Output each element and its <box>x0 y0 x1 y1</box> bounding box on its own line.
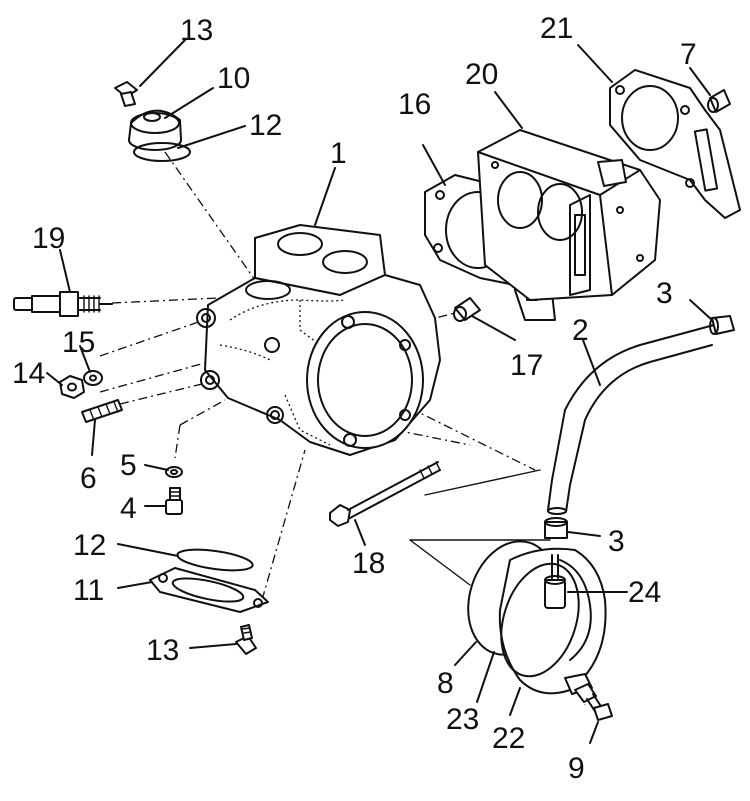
callout-18: 18 <box>352 547 385 580</box>
leader-lines <box>46 39 713 744</box>
spark-plug-part <box>13 291 113 317</box>
callout-10: 10 <box>217 62 250 95</box>
callout-labels: 13 10 12 1 16 20 21 7 19 15 14 6 17 2 3 … <box>12 12 697 785</box>
callout-13-bottom: 13 <box>146 634 179 667</box>
callout-21: 21 <box>540 12 573 45</box>
pipe-part <box>547 321 726 515</box>
callout-16: 16 <box>398 88 431 121</box>
top-gasket-part <box>609 69 741 219</box>
cylinder-block-part <box>477 129 661 301</box>
callout-9: 9 <box>568 752 585 785</box>
bottom-bolt-part <box>574 683 613 721</box>
callout-4: 4 <box>120 492 137 525</box>
callout-7: 7 <box>680 38 697 71</box>
dowel-pin-parts <box>453 89 731 322</box>
bottom-cover-assembly <box>149 548 269 655</box>
callout-12-top: 12 <box>249 109 282 142</box>
nut-washer-stud-parts <box>59 370 123 423</box>
callout-24: 24 <box>628 576 661 609</box>
bolt-washer-parts <box>165 466 183 515</box>
callout-12-bottom: 12 <box>73 529 106 562</box>
callout-17: 17 <box>510 349 543 382</box>
callout-1: 1 <box>330 137 347 170</box>
top-cap-assembly <box>114 81 191 162</box>
callout-20: 20 <box>465 58 498 91</box>
callout-19: 19 <box>32 222 65 255</box>
callout-8: 8 <box>437 667 454 700</box>
long-bolt-part <box>329 461 441 527</box>
callout-3-right: 3 <box>656 277 673 310</box>
callout-23: 23 <box>446 703 479 736</box>
callout-22: 22 <box>492 722 525 755</box>
callout-14: 14 <box>12 357 45 390</box>
callout-13-top: 13 <box>180 14 213 47</box>
callout-3-lower: 3 <box>608 525 625 558</box>
housing-assembly <box>467 540 607 695</box>
callout-6: 6 <box>80 462 97 495</box>
callout-11: 11 <box>73 574 104 607</box>
crankcase-part <box>196 224 441 456</box>
callout-5: 5 <box>120 449 137 482</box>
callout-2: 2 <box>572 314 589 347</box>
pipe-collar-parts <box>544 315 735 539</box>
callout-15: 15 <box>62 326 95 359</box>
